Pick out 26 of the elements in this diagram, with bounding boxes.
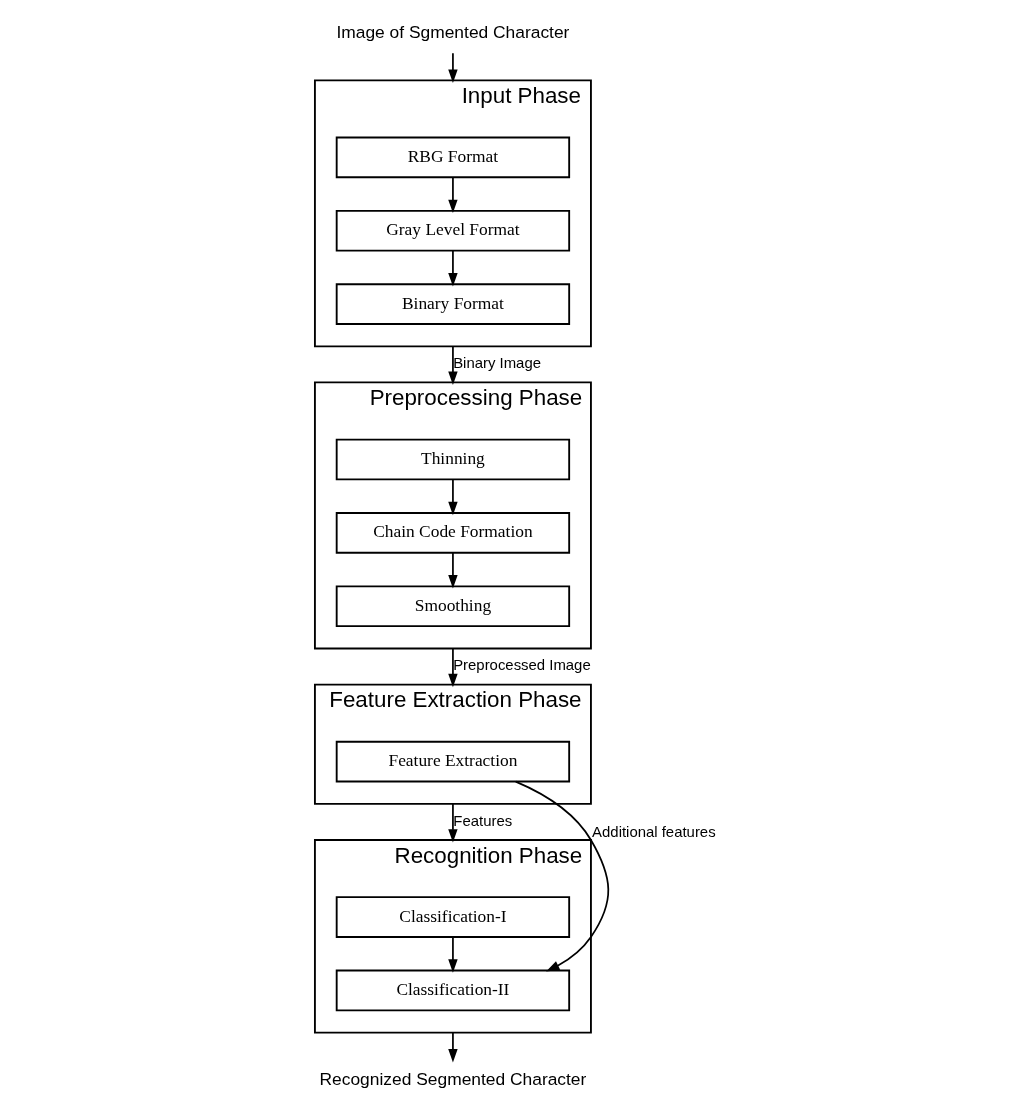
node-text: Recognized Segmented Character <box>319 1068 587 1089</box>
node-box: RBG Format <box>335 136 571 179</box>
edge-label: Features <box>453 812 513 829</box>
arrow <box>448 1031 458 1063</box>
arrow <box>448 52 458 83</box>
arrow <box>448 345 458 386</box>
edge-label: Preprocessed Image <box>453 657 591 674</box>
arrow <box>448 803 458 843</box>
arrow <box>448 176 458 214</box>
node-box: Feature Extraction <box>335 740 571 783</box>
node-box: Thinning <box>335 438 571 481</box>
node-box: Chain Code Formation <box>335 512 571 554</box>
arrow <box>448 552 458 589</box>
arrow <box>448 250 458 287</box>
arrow <box>448 936 458 973</box>
edge-label: Binary Image <box>453 355 541 372</box>
node-box: Classification-I <box>335 896 571 938</box>
node-box: Binary Format <box>335 283 571 325</box>
node-box: Smoothing <box>335 585 571 628</box>
node-box: Classification-II <box>335 969 571 1012</box>
node-box: Gray Level Format <box>335 209 571 252</box>
arrow <box>514 780 610 972</box>
arrow <box>448 478 458 516</box>
arrow <box>448 647 458 688</box>
edge-label: Additional features <box>592 824 716 841</box>
node-text: Image of Sgmented Character <box>336 21 570 42</box>
